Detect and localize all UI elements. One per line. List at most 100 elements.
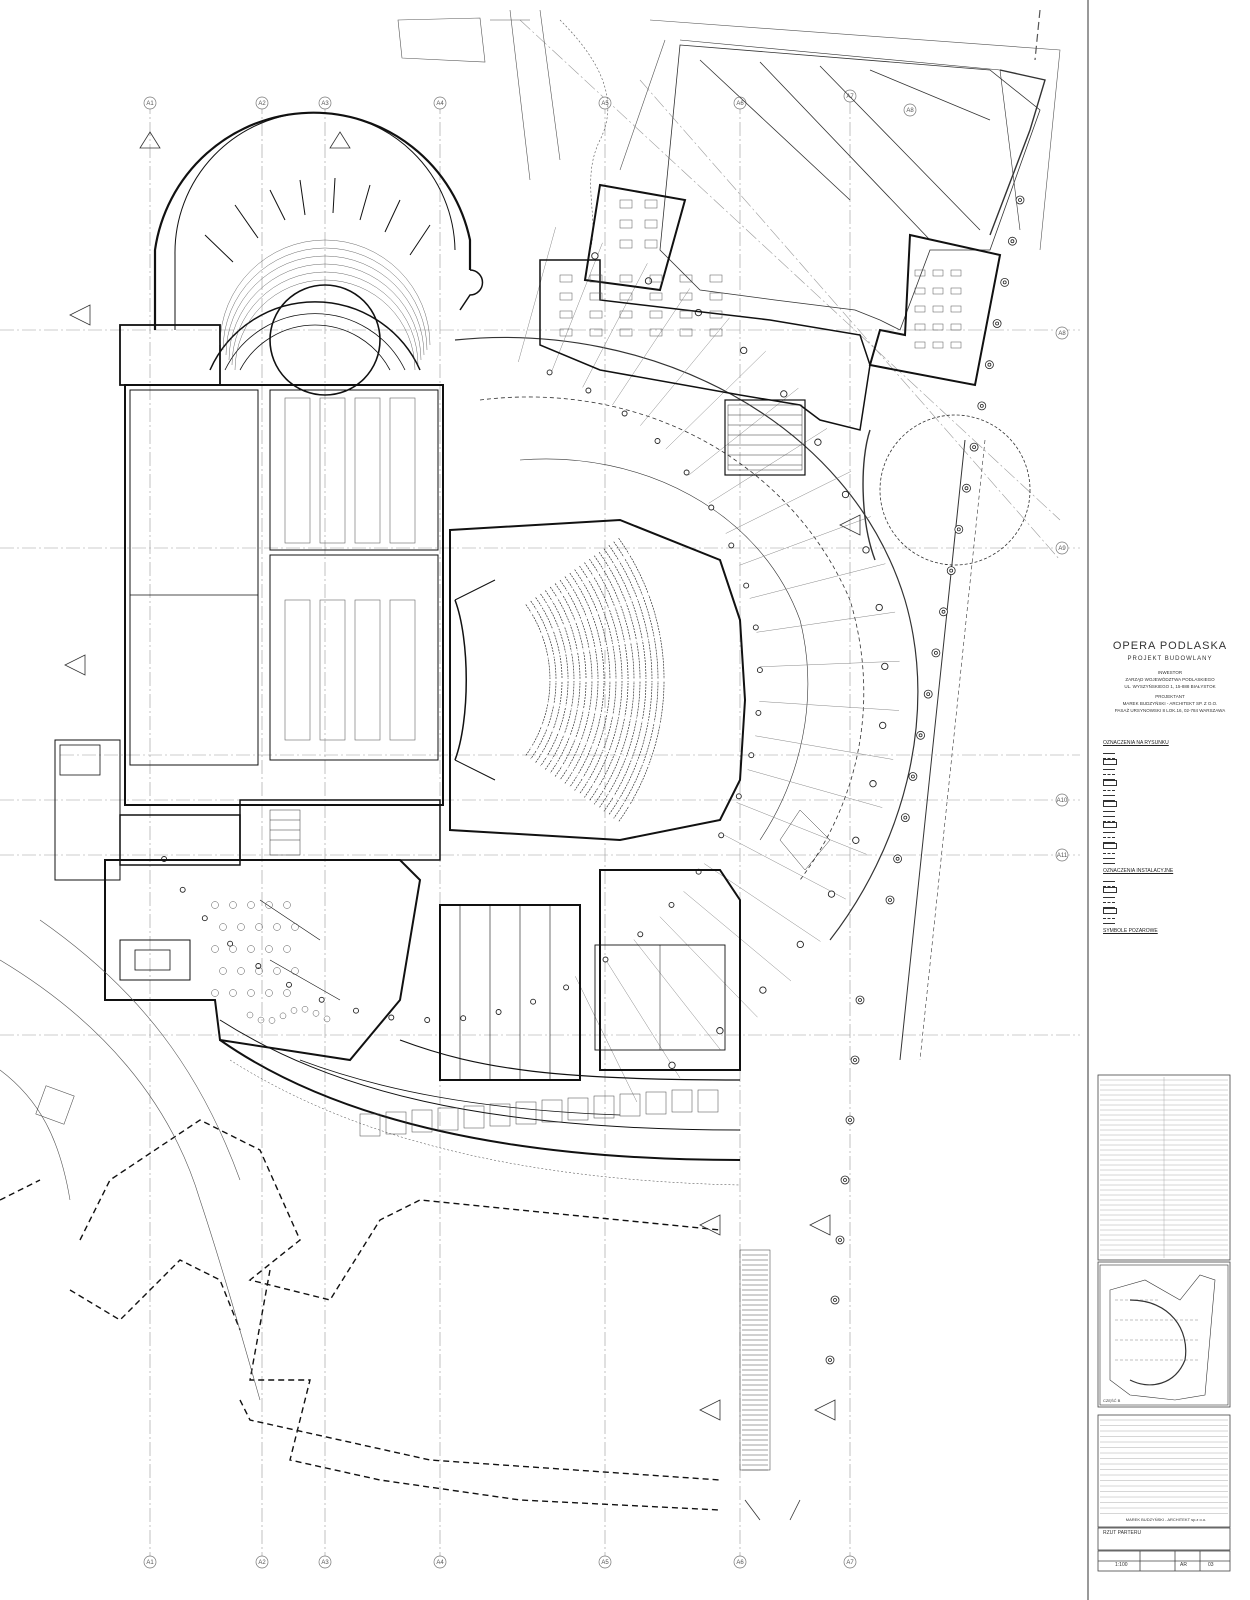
chamber-hall	[439, 869, 741, 1081]
legend-swatch	[1103, 749, 1115, 754]
column	[644, 277, 653, 285]
table	[283, 989, 291, 997]
lobby-ray	[550, 242, 603, 374]
stamp-company: MAREK BUDZYŃSKI - ARCHITEKT sp.z o.o.	[1125, 1517, 1207, 1522]
desk	[619, 219, 633, 229]
legend-row	[1103, 908, 1233, 914]
amphitheatre-seating	[219, 239, 431, 371]
column	[862, 546, 870, 554]
column-core	[903, 815, 908, 820]
legend-row	[1103, 807, 1233, 812]
legend-row	[1103, 754, 1233, 759]
east-columns	[885, 195, 1025, 905]
designer-name: MAREK BUDZYŃSKI - ARCHITEKT SP. Z O.O.	[1122, 701, 1218, 706]
column-core	[858, 998, 862, 1002]
svg-text:A9: A9	[1058, 546, 1066, 552]
column-core	[934, 651, 938, 655]
svg-text:A4: A4	[436, 1560, 444, 1566]
table	[246, 1011, 254, 1019]
table	[268, 1017, 276, 1024]
column	[740, 346, 748, 355]
desk	[914, 287, 926, 295]
far-columns	[825, 995, 865, 1365]
lobby-ray	[747, 769, 883, 808]
column	[752, 624, 759, 631]
column	[602, 956, 609, 963]
column	[654, 438, 661, 444]
lobby-ray	[575, 976, 638, 1103]
legend-swatch	[1103, 859, 1115, 864]
column-core	[888, 898, 892, 902]
column	[759, 986, 767, 994]
project-phase: PROJEKT BUDOWLANY	[1127, 656, 1213, 662]
sheet-number: 03	[1208, 1562, 1214, 1568]
lobby-ray	[665, 350, 766, 450]
seat-aisle	[526, 743, 635, 810]
scale-value: 1:100	[1115, 1562, 1128, 1568]
column	[286, 981, 292, 988]
desk	[950, 305, 962, 313]
room-partition	[671, 1089, 693, 1113]
legend-row	[1103, 796, 1233, 801]
legend-swatch	[1103, 833, 1115, 838]
column-core	[848, 1118, 852, 1122]
legend-swatch	[1103, 780, 1117, 786]
table	[211, 901, 219, 909]
desk	[679, 328, 693, 337]
legend-row	[1103, 843, 1233, 849]
desk	[679, 310, 693, 319]
seat-row	[589, 558, 629, 802]
amphitheatre	[119, 111, 484, 396]
room-partition	[411, 1109, 433, 1133]
sheet-name: RZUT PARTERU	[1103, 1530, 1142, 1536]
lobby-ray	[708, 428, 828, 504]
legend-swatch	[1103, 786, 1115, 791]
desk	[932, 305, 944, 313]
legend-row	[1103, 780, 1233, 786]
restaurant-block	[104, 859, 422, 1062]
room-partition	[697, 1089, 719, 1113]
table	[219, 967, 227, 975]
sheet-code: AR	[1180, 1562, 1187, 1568]
lobby-ray	[759, 701, 900, 711]
seat-aisle	[536, 723, 655, 770]
legend-swatch	[1103, 828, 1115, 833]
column	[563, 984, 570, 991]
column-core	[833, 1298, 837, 1302]
lobby-ray	[518, 227, 556, 363]
column-core	[1010, 239, 1015, 244]
legend-row	[1103, 887, 1233, 893]
desk	[932, 323, 944, 331]
room-partition	[567, 1097, 589, 1121]
upper-terrace	[659, 44, 1046, 331]
column-core	[941, 609, 946, 614]
table	[219, 923, 227, 931]
lobby-ray	[739, 516, 871, 566]
column	[388, 1014, 395, 1021]
column-core	[964, 486, 969, 491]
desk	[914, 269, 926, 277]
legend-installations-title: OZNACZENIA INSTALACYJNE	[1103, 868, 1174, 874]
legend-swatch	[1103, 838, 1115, 843]
investor-name: ZARZĄD WOJEWÓDZTWA PODLASKIEGO	[1125, 677, 1215, 682]
room-partition	[515, 1101, 537, 1125]
legend-row	[1103, 859, 1233, 864]
desk	[619, 292, 633, 301]
column	[591, 252, 599, 260]
legend-row	[1103, 817, 1233, 822]
table	[255, 967, 263, 975]
desk	[649, 292, 663, 301]
desk	[950, 323, 962, 331]
table	[255, 923, 263, 931]
svg-text:A7: A7	[846, 1560, 854, 1566]
legend-swatch	[1103, 854, 1115, 859]
table	[279, 1012, 287, 1020]
column	[735, 793, 742, 800]
table	[265, 901, 273, 909]
legend-row	[1103, 849, 1233, 854]
legend-row	[1103, 838, 1233, 843]
desk	[559, 292, 573, 301]
table	[229, 989, 237, 997]
legend-swatch	[1103, 759, 1117, 765]
legend-row	[1103, 903, 1233, 908]
